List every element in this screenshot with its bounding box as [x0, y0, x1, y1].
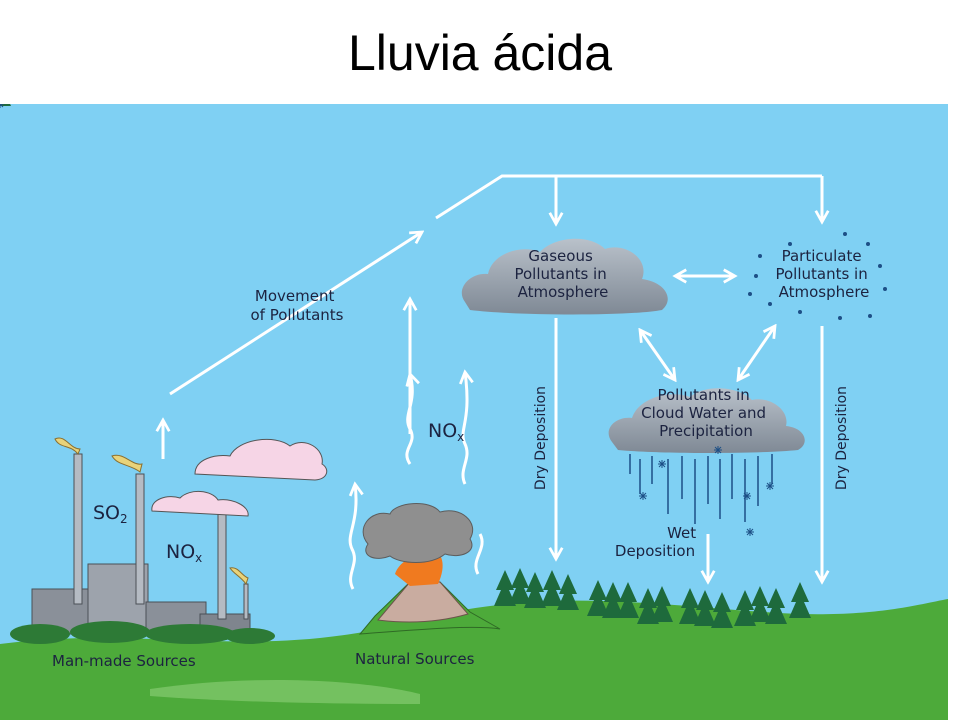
precipitation-cloud	[608, 388, 805, 453]
page-title: Lluvia ácida	[347, 25, 613, 81]
particulate-cloudwater-arrow	[738, 326, 775, 380]
volcano-smoke-4	[474, 533, 484, 575]
dry-deposition-left-label: Dry Deposition	[533, 386, 549, 490]
rain	[629, 454, 773, 524]
man-made-sources-label: Man-made Sources	[52, 652, 196, 670]
so2-label: SO2	[93, 502, 128, 526]
gaseous-cloud	[461, 238, 668, 315]
volcano-smoke-2	[405, 374, 412, 465]
volcano-smoke-3	[463, 372, 467, 485]
factory	[10, 437, 275, 644]
particulate-label: Particulate Pollutants in Atmosphere	[775, 247, 872, 301]
volcano-smoke-1	[348, 484, 356, 590]
gaseous-label: Gaseous Pollutants in Atmosphere	[514, 247, 611, 301]
nox-factory-label: NOx	[166, 541, 202, 565]
movement-arrow	[169, 232, 422, 396]
particulate-dots	[748, 232, 887, 320]
top-connector	[435, 174, 822, 220]
ground-highlight	[150, 679, 420, 704]
volcano	[358, 503, 501, 635]
natural-sources-label: Natural Sources	[355, 650, 475, 668]
wet-deposition-label: Wet Deposition	[615, 524, 701, 560]
nox-natural-label: NOx	[428, 420, 464, 444]
pink-cloud-upper	[194, 438, 328, 481]
acid-rain-diagram: Movement of Pollutants Gaseous Pollutant…	[0, 104, 948, 720]
pink-cloud-lower	[151, 491, 249, 517]
cloud-water-label: Pollutants in Cloud Water and Precipitat…	[641, 386, 771, 440]
flow-arrows	[163, 174, 822, 590]
dry-deposition-right-label: Dry Deposition	[834, 386, 850, 490]
snowflakes	[0, 104, 775, 537]
movement-label: Movement of Pollutants	[250, 287, 343, 324]
gas-cloudwater-arrow	[640, 330, 675, 380]
